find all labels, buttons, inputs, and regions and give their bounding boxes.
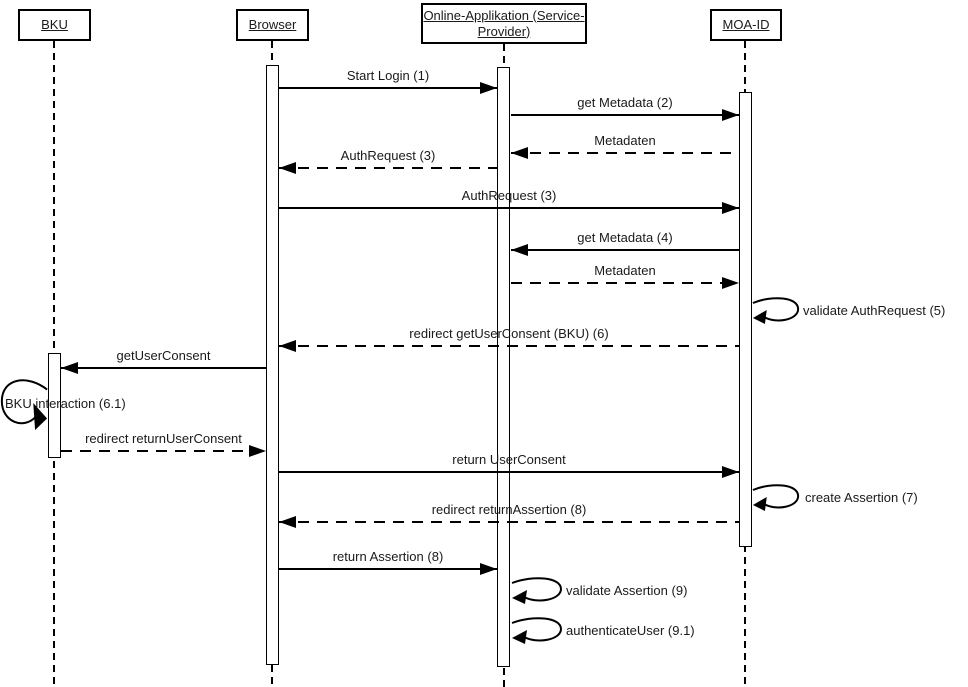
self-call-label-4: validate Assertion (9)	[566, 583, 688, 598]
message-label-8: redirect getUserConsent (BKU) (6)	[409, 326, 609, 341]
activation-bar-bku	[48, 353, 61, 458]
message-label-3: Metadaten	[594, 133, 656, 148]
message-line-13	[279, 568, 497, 570]
message-label-2: get Metadata (2)	[577, 95, 673, 110]
message-label-4: AuthRequest (3)	[340, 148, 436, 163]
activation-bar-online-applikation	[497, 67, 510, 667]
actor-box-bku: BKU	[18, 9, 91, 41]
message-label-13: return Assertion (8)	[332, 549, 444, 564]
message-arrowhead-1	[480, 82, 497, 94]
message-arrowhead-4	[279, 162, 296, 174]
message-line-3	[511, 152, 739, 154]
message-line-2	[511, 114, 739, 116]
message-arrowhead-6	[511, 244, 528, 256]
actor-box-browser: Browser	[236, 9, 309, 41]
message-label-10: redirect returnUserConsent	[85, 431, 242, 446]
message-label-5: AuthRequest (3)	[461, 188, 557, 203]
message-arrowhead-10	[249, 445, 266, 457]
message-arrowhead-8	[279, 340, 296, 352]
message-arrowhead-9	[61, 362, 78, 374]
message-label-9: getUserConsent	[116, 348, 211, 363]
self-call-loop-5	[511, 617, 563, 644]
message-line-9	[61, 367, 266, 369]
message-label-11: return UserConsent	[452, 452, 566, 467]
message-arrowhead-3	[511, 147, 528, 159]
message-line-10	[61, 450, 266, 452]
message-arrowhead-7	[722, 277, 739, 289]
message-line-1	[279, 87, 497, 89]
self-call-loop-2	[0, 378, 48, 430]
message-line-11	[279, 471, 739, 473]
activation-bar-moa-id	[739, 92, 752, 547]
message-arrowhead-11	[722, 466, 739, 478]
message-line-7	[511, 282, 739, 284]
self-call-loop-3	[752, 484, 800, 511]
message-label-1: Start Login (1)	[346, 68, 430, 83]
actor-label-moa-id: MOA-ID	[722, 17, 770, 32]
message-label-12: redirect returnAssertion (8)	[431, 502, 587, 517]
actor-box-online-applikation: Online-Applikation (Service-Provider)	[421, 3, 587, 44]
message-arrowhead-2	[722, 109, 739, 121]
actor-label-bku: BKU	[41, 17, 68, 32]
self-call-label-1: validate AuthRequest (5)	[803, 303, 946, 318]
actor-label-online-applikation: Online-Applikation (Service-	[423, 7, 585, 23]
message-label-7: Metadaten	[594, 263, 656, 278]
message-arrowhead-5	[722, 202, 739, 214]
message-line-8	[279, 345, 739, 347]
message-arrowhead-13	[480, 563, 497, 575]
actor-label-browser: Browser	[248, 17, 297, 32]
self-call-label-3: create Assertion (7)	[805, 490, 918, 505]
self-call-loop-4	[511, 577, 563, 604]
message-arrowhead-12	[279, 516, 296, 528]
message-line-12	[279, 521, 739, 523]
self-call-loop-1	[752, 297, 800, 324]
actor-label-online-applikation: Provider)	[477, 23, 531, 39]
activation-bar-browser	[266, 65, 279, 665]
message-line-6	[511, 249, 739, 251]
self-call-label-2: BKU interaction (6.1)	[5, 396, 126, 411]
message-label-6: get Metadata (4)	[577, 230, 673, 245]
message-line-5	[279, 207, 739, 209]
self-call-label-5: authenticateUser (9.1)	[566, 623, 695, 638]
actor-box-moa-id: MOA-ID	[710, 9, 782, 41]
message-line-4	[279, 167, 497, 169]
